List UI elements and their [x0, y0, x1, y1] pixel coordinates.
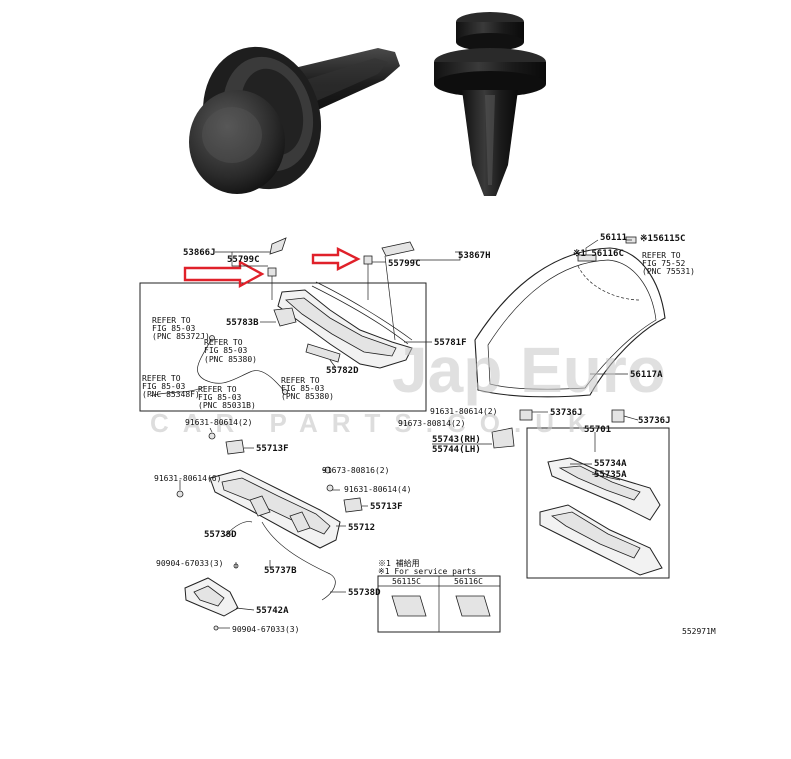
label-53866j: 53866J — [183, 248, 216, 258]
ref2-line2: FIG 85-03 — [204, 346, 248, 355]
label-56115c-top: ※156115C — [640, 234, 685, 244]
cover-53866j — [269, 237, 287, 255]
watermark-line2: CAR PARTS.CO.UK — [150, 408, 601, 438]
windshield-glass — [474, 247, 666, 398]
dash-panel-frame — [526, 427, 670, 579]
bumper-53736j-a — [519, 409, 533, 421]
label-55799c-right: 55799C — [388, 259, 421, 269]
label-55782d: 55782D — [326, 366, 359, 376]
label-55735a: 55735A — [594, 470, 627, 480]
ref5-line3: (PNC 85380) — [281, 392, 334, 401]
clip-55799c-left — [267, 267, 277, 300]
ref4-line2: FIG 85-03 — [198, 393, 242, 402]
label-55734a: 55734A — [594, 459, 627, 469]
label-56111: 56111 — [600, 233, 627, 243]
molding-56111 — [577, 254, 597, 262]
label-55712: 55712 — [348, 523, 375, 533]
cowl-assembly-frame — [139, 282, 427, 412]
dash-panel-upper — [547, 457, 661, 521]
label-55781f: 55781F — [434, 338, 467, 348]
label-55713f-b: 55713F — [370, 502, 403, 512]
seal-55782d — [305, 343, 341, 363]
label-55799c-left: 55799C — [227, 255, 260, 265]
watermark-line1: Jap Euro — [392, 334, 666, 406]
ref4-line3: (PNC 85031B) — [198, 401, 256, 410]
label-91631-mid: 91631-80614(2) — [185, 418, 252, 427]
ref4-line1: REFER TO — [198, 385, 237, 394]
dash-panel-lower — [539, 504, 663, 576]
label-55743: 55743(RH) — [432, 435, 481, 445]
label-91673-a: 91673-80814(2) — [398, 419, 465, 428]
label-91673-b: 91673-80816(2) — [322, 466, 389, 475]
red-arrow-right — [311, 247, 361, 271]
ref2-line3: (PNC 85380) — [204, 355, 257, 364]
ref6-line1: REFER TO — [642, 251, 681, 260]
ref6-line3: (PNC 75531) — [642, 267, 695, 276]
ref2-line1: REFER TO — [204, 338, 243, 347]
label-55744: 55744(LH) — [432, 445, 481, 455]
ref1-line2: FIG 85-03 — [152, 324, 196, 333]
label-55738d-b: 55738D — [348, 588, 381, 598]
label-90904-a: 90904-67033(3) — [156, 559, 223, 568]
bracket-55783b — [273, 307, 297, 327]
ref3-line1: REFER TO — [142, 374, 181, 383]
hinge-55743 — [491, 427, 515, 449]
label-91631-b: 91631-80614(6) — [154, 474, 221, 483]
figure-code: 552971M — [682, 627, 716, 636]
label-53736j-a: 53736J — [550, 408, 583, 418]
cover-53867h — [381, 241, 415, 257]
label-55701: 55701 — [584, 425, 611, 435]
bracket-55713f-b — [343, 497, 363, 513]
service-parts-table — [377, 575, 501, 633]
label-55737b: 55737B — [264, 566, 297, 576]
label-56116c-top: ※1 56116C — [573, 249, 624, 259]
bumper-53736j-b — [611, 409, 625, 423]
seal-55738d-a — [224, 521, 253, 537]
label-90904-b: 90904-67033(3) — [232, 625, 299, 634]
red-arrow-left — [183, 259, 265, 289]
ref1-line3: (PNC 85372J) — [152, 332, 210, 341]
table-col-56115c: 56115C — [392, 577, 421, 586]
label-55738d-a: 55738D — [204, 530, 237, 540]
ref6-line2: FIG 75-52 — [642, 259, 686, 268]
table-col-56116c: 56116C — [454, 577, 483, 586]
seal-55737b — [261, 521, 336, 601]
push-clip-photo-front — [434, 12, 546, 196]
note-en: ※1 For service parts — [378, 567, 476, 576]
label-55742a: 55742A — [256, 606, 289, 616]
ref3-line3: (PNC 85348F) — [142, 390, 200, 399]
label-91631-top: 91631-80614(2) — [430, 407, 497, 416]
cowl-side-panel-55712 — [209, 469, 341, 549]
label-55783b: 55783B — [226, 318, 259, 328]
ref5-line1: REFER TO — [281, 376, 320, 385]
cowl-top-panel — [277, 281, 413, 369]
ref1-line1: REFER TO — [152, 316, 191, 325]
label-55713f-a: 55713F — [256, 444, 289, 454]
push-clip-photo-side — [189, 46, 400, 194]
label-56117a: 56117A — [630, 370, 663, 380]
label-53736j-b: 53736J — [638, 416, 671, 426]
washer-hose — [197, 337, 286, 393]
ref3-line2: FIG 85-03 — [142, 382, 186, 391]
label-53867h: 53867H — [458, 251, 491, 261]
ref5-line2: FIG 85-03 — [281, 384, 325, 393]
note-jp: ※1 補給用 — [378, 558, 420, 568]
bracket-55713f-a — [225, 439, 245, 455]
bracket-55742a — [184, 577, 239, 617]
label-91631-c: 91631-80614(4) — [344, 485, 411, 494]
clip-55799c-right — [363, 255, 373, 300]
